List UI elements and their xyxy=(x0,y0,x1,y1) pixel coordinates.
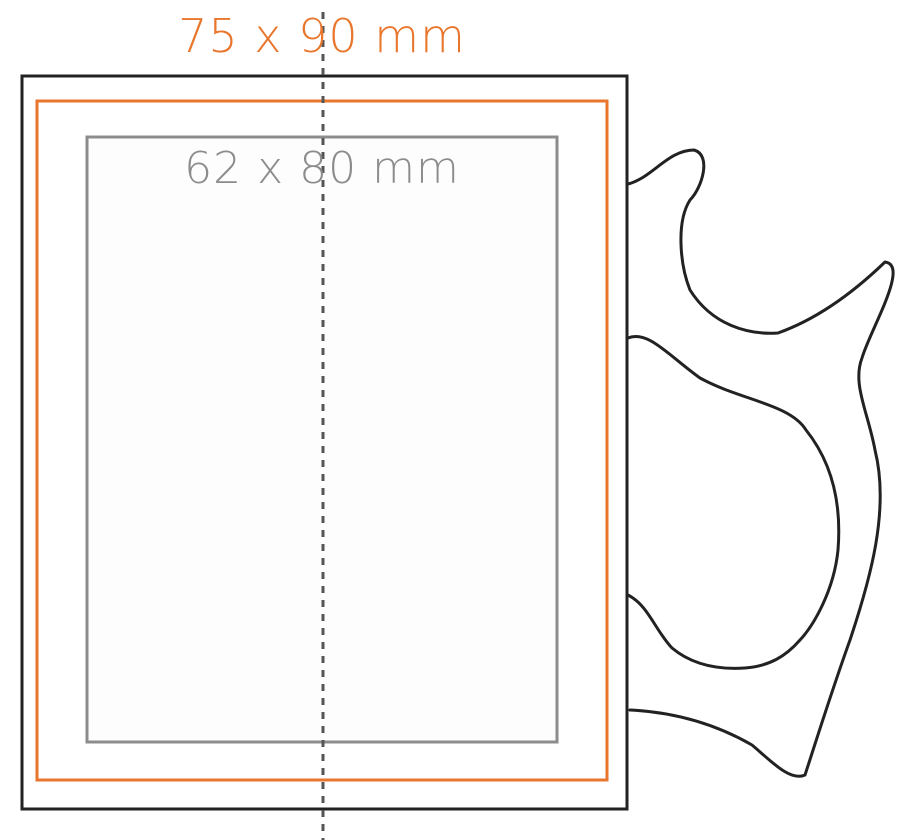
print-area-label: 62 x 80 mm xyxy=(184,143,460,194)
outer-size-label: 75 x 90 mm xyxy=(178,9,466,63)
handle-outer-contour xyxy=(626,148,895,778)
mug-handle-icon xyxy=(626,148,895,778)
handle-inner-contour xyxy=(626,335,841,670)
